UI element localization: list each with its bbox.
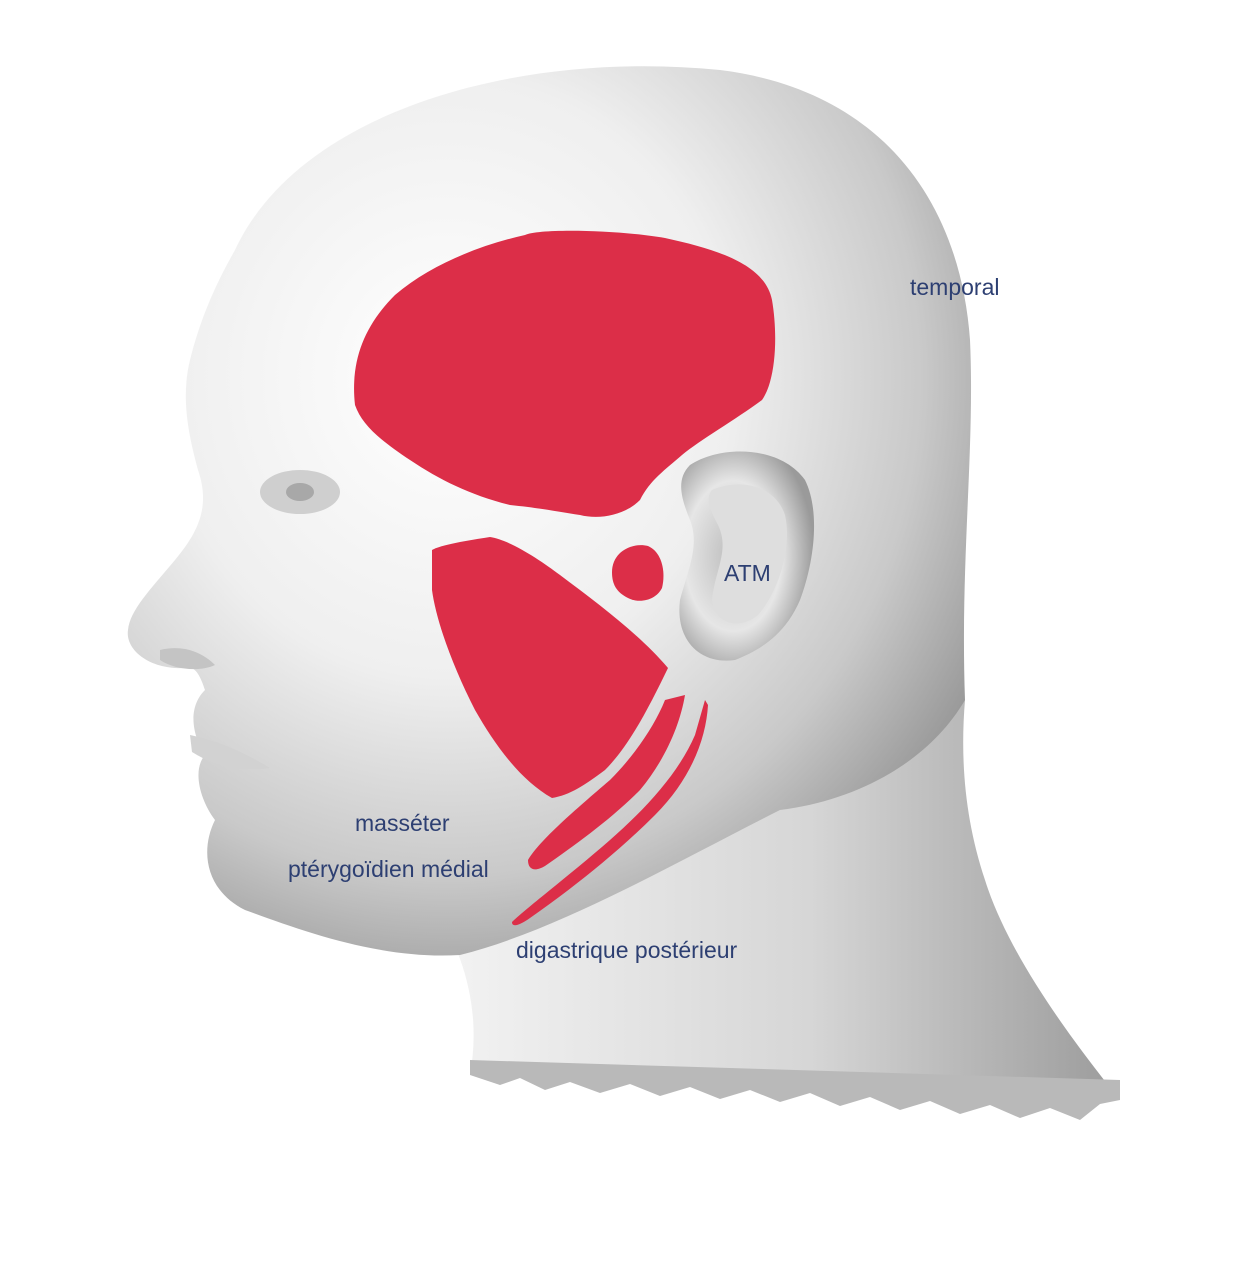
- lips: [190, 735, 270, 770]
- label-pterygoid-medial: ptérygoïdien médial: [288, 856, 489, 882]
- masseter-muscle: [432, 537, 668, 798]
- temporal-muscle: [354, 230, 776, 517]
- label-temporal: temporal: [910, 274, 1000, 300]
- neck-cut-edge: [470, 1060, 1120, 1120]
- eye: [286, 483, 314, 501]
- label-masseter: masséter: [355, 810, 450, 836]
- pterygoid-medial-muscle: [528, 695, 685, 870]
- label-digastric-posterior: digastrique postérieur: [516, 937, 738, 963]
- nostril: [160, 648, 215, 670]
- label-atm: ATM: [724, 560, 771, 586]
- ear-inner: [708, 484, 787, 624]
- atm-muscle-area: [612, 545, 664, 601]
